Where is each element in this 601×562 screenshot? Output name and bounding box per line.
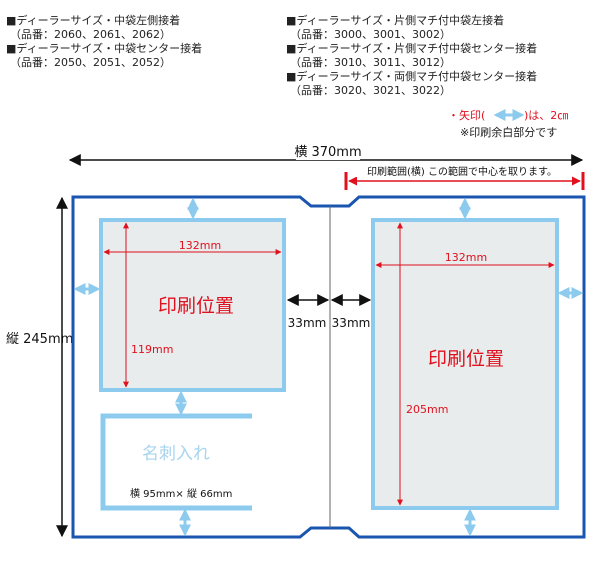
note-sub: （品番：3010、3011、3012）	[290, 56, 451, 69]
legend-arrow-suffix: )は、2㎝	[524, 109, 568, 122]
note-sub: （品番：2060、2061、2062）	[10, 28, 171, 41]
height-label: 縦 245mm	[6, 332, 73, 347]
note-sub: （品番：3020、3021、3022）	[290, 84, 451, 97]
note-title: ■ディーラーサイズ・中袋左側接着	[6, 14, 181, 27]
height-label-bg	[2, 330, 60, 348]
left-print-label: 印刷位置	[158, 295, 234, 317]
card-pocket-label: 名刺入れ	[142, 444, 210, 464]
legend-arrow-prefix: ・矢印(	[448, 108, 485, 122]
gap-right-label: 33mm	[332, 316, 371, 330]
left-area-width-label: 132mm	[179, 239, 221, 252]
notes-left: ■ディーラーサイズ・中袋左側接着 （品番：2060、2061、2062） ■ディ…	[6, 14, 202, 70]
width-label: 横 370mm	[294, 145, 361, 160]
print-range-label-bg	[356, 164, 568, 177]
note-sub: （品番：3000、3001、3002）	[290, 28, 451, 41]
gap-left-label: 33mm	[288, 316, 327, 330]
card-pocket-size: 横 95mm× 縦 66mm	[130, 487, 232, 500]
right-print-label: 印刷位置	[428, 348, 504, 370]
note-title: ■ディーラーサイズ・両側マチ付中袋センター接着	[286, 70, 538, 83]
left-print-area	[99, 218, 286, 392]
print-range-label: 印刷範囲(横) この範囲で中心を取ります。	[367, 165, 557, 178]
right-print-area	[371, 218, 559, 510]
notes-right: ■ディーラーサイズ・片側マチ付中袋左接着 （品番：3000、3001、3002）…	[286, 14, 537, 98]
note-title: ■ディーラーサイズ・片側マチ付中袋センター接着	[286, 42, 538, 55]
left-area-height-label: 119mm	[131, 343, 173, 356]
right-area-height-label: 205mm	[406, 403, 448, 416]
legend-margin-note: ※印刷余白部分です	[460, 125, 557, 139]
note-sub: （品番：2050、2051、2052）	[10, 56, 171, 69]
card-pocket-outline	[100, 413, 252, 511]
note-title: ■ディーラーサイズ・片側マチ付中袋左接着	[286, 14, 505, 27]
width-label-bg	[296, 144, 360, 160]
note-title: ■ディーラーサイズ・中袋センター接着	[6, 42, 203, 55]
right-area-width-label: 132mm	[445, 251, 487, 264]
